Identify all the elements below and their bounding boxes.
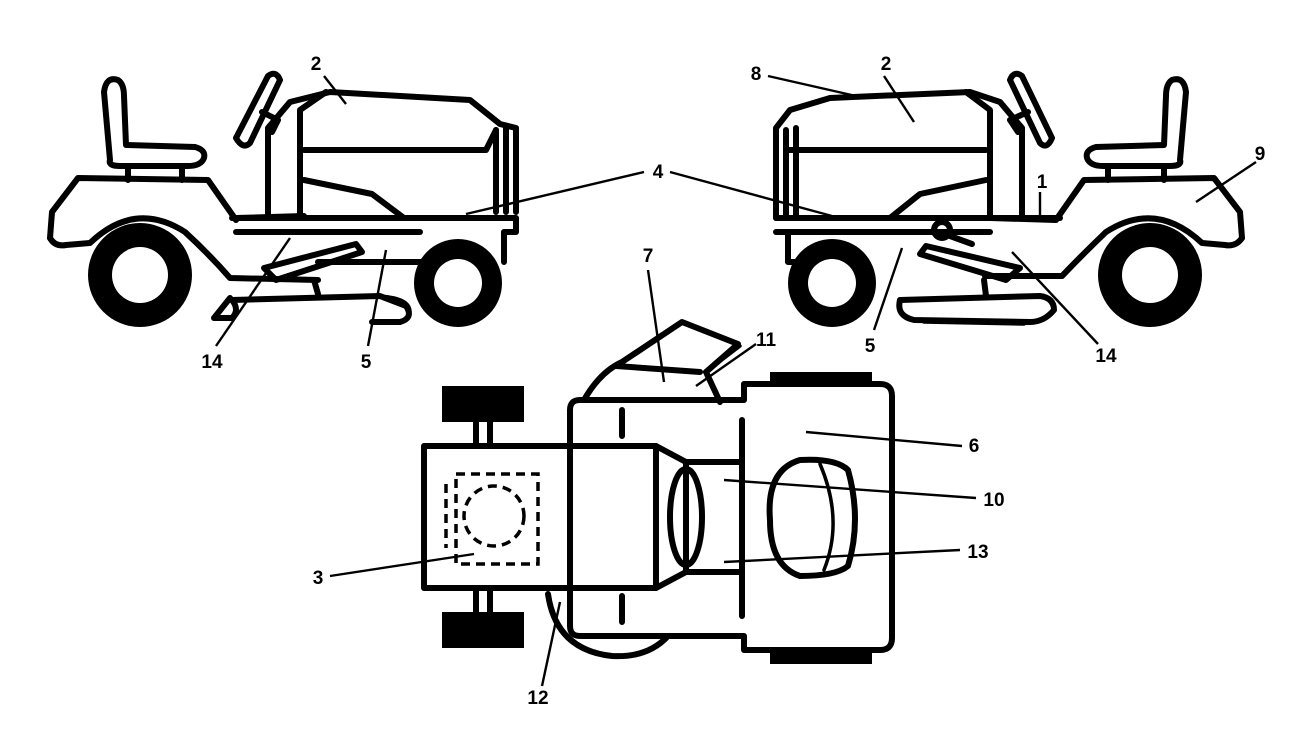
callout-2-right: 2 [881,54,892,75]
right-pedal [917,219,1023,283]
top-bagger-line [545,591,671,660]
callout-labels: 2 2 8 4 1 9 14 5 5 14 7 11 6 10 13 3 12 [201,54,1265,709]
callout-12: 12 [527,688,548,709]
left-side-view [47,70,519,327]
left-steering-wheel [233,70,283,149]
left-seat [101,76,208,183]
left-dash-tower [265,89,519,221]
leader-lines [215,74,1257,687]
top-view [421,319,895,664]
right-dash-tower [773,89,1025,221]
left-pedal [261,241,365,283]
callout-14-right: 14 [1095,346,1117,367]
callout-10: 10 [983,490,1004,511]
top-front-tires [442,386,524,648]
left-rear-wheel [88,223,192,327]
callout-7: 7 [643,246,654,267]
callout-9: 9 [1255,144,1266,165]
top-deck [567,381,895,653]
left-front-wheel [414,239,502,327]
right-steering-wheel [1007,70,1055,149]
callout-14-left: 14 [201,352,223,373]
top-discharge-chute [581,319,742,405]
top-seat [766,456,858,579]
right-rear-wheel [1098,223,1202,327]
callout-6: 6 [969,436,980,457]
right-side-view [773,70,1245,327]
callout-13: 13 [967,542,988,563]
callout-5-left: 5 [361,352,372,373]
right-seat [1083,76,1189,183]
left-mower-deck [211,277,412,325]
callout-8: 8 [751,64,762,85]
callout-5-right: 5 [865,336,876,357]
callout-1: 1 [1037,172,1048,193]
callout-11: 11 [756,330,777,351]
right-front-wheel [788,239,876,327]
top-hood [421,443,745,591]
callout-4: 4 [653,162,664,183]
callout-2-left: 2 [311,54,322,75]
right-mower-deck [896,277,1057,326]
callout-3: 3 [313,568,324,589]
